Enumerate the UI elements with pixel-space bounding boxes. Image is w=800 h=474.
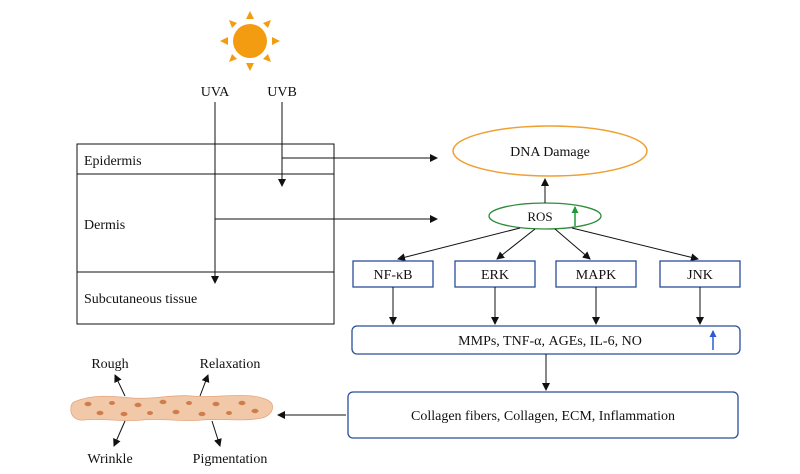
ros-to-erk-arrow — [496, 228, 536, 260]
relaxation-arrow — [199, 374, 210, 397]
uva-label: UVA — [201, 85, 230, 100]
ros-to-jnk-arrow — [571, 227, 699, 262]
skin-layers-box — [76, 143, 335, 325]
dna-damage-node — [452, 125, 648, 177]
rough-arrow — [114, 374, 126, 397]
mapk-label: MAPK — [576, 268, 616, 283]
ros-label: ROS — [527, 209, 552, 224]
collagen-node — [347, 391, 739, 439]
subcutaneous-label: Subcutaneous tissue — [84, 292, 197, 307]
collagen-label: Collagen fibers, Collagen, ECM, Inflamma… — [411, 409, 675, 424]
ros-to-mapk-arrow — [554, 228, 591, 260]
pigmentation-arrow — [211, 420, 222, 447]
uvb-label: UVB — [267, 85, 297, 100]
nfkb-node — [352, 260, 434, 288]
mapk-node — [555, 260, 637, 288]
pigmentation-label: Pigmentation — [193, 452, 268, 467]
relaxation-label: Relaxation — [200, 357, 261, 372]
nfkb-label: NF-κB — [374, 268, 413, 283]
rough-label: Rough — [91, 357, 128, 372]
dermis-label: Dermis — [84, 218, 125, 233]
jnk-label: JNK — [687, 268, 713, 283]
ros-to-nfkb-arrow — [397, 227, 521, 262]
wrinkle-label: Wrinkle — [87, 452, 132, 467]
jnk-node — [659, 260, 741, 288]
damaged-skin-icon — [70, 395, 273, 421]
erk-label: ERK — [481, 268, 509, 283]
wrinkle-arrow — [113, 420, 126, 447]
sun-icon — [220, 11, 280, 71]
epidermis-label: Epidermis — [84, 154, 142, 169]
dna-damage-label: DNA Damage — [510, 145, 590, 160]
erk-node — [454, 260, 536, 288]
mediators-label: MMPs, TNF-α, AGEs, IL-6, NO — [458, 334, 642, 349]
